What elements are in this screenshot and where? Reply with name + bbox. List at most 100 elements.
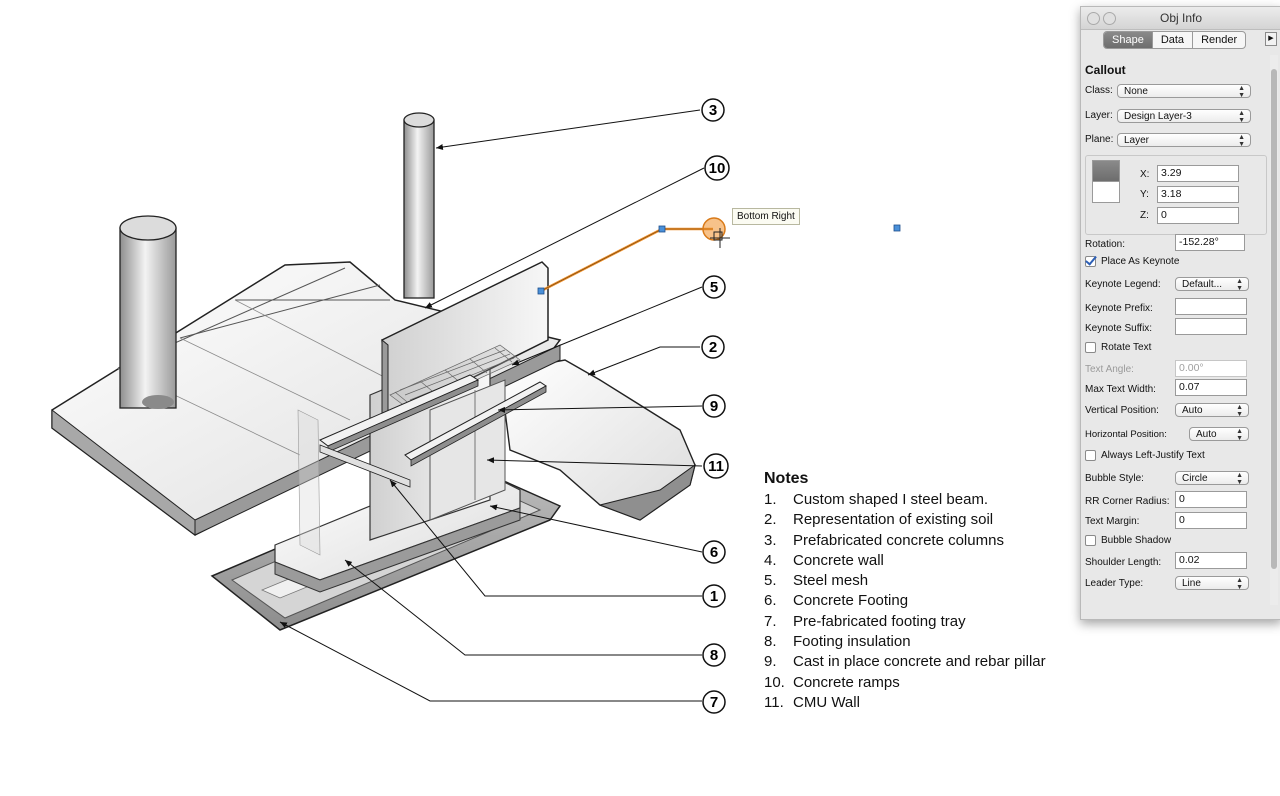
- tab-render[interactable]: Render: [1201, 34, 1238, 46]
- y-label: Y:: [1140, 189, 1149, 200]
- note-number: 4.: [764, 551, 777, 569]
- updown-icon: ▲▼: [1238, 134, 1245, 148]
- vertical-position-label: Vertical Position:: [1085, 405, 1159, 416]
- z-field[interactable]: 0: [1157, 207, 1239, 224]
- svg-text:11: 11: [708, 458, 724, 475]
- svg-text:2: 2: [709, 339, 717, 356]
- rotate-text-label: Rotate Text: [1101, 342, 1152, 353]
- text-margin-field[interactable]: 0: [1175, 512, 1247, 529]
- shoulder-length-field[interactable]: 0.02: [1175, 552, 1247, 569]
- callout-bubble-7[interactable]: 7: [702, 690, 726, 714]
- rotation-label: Rotation:: [1085, 239, 1126, 250]
- keynote-suffix-row: Keynote Suffix:: [1085, 323, 1152, 334]
- vertical-position-select[interactable]: Auto▲▼: [1175, 403, 1249, 418]
- list-item: 8.Footing insulation: [764, 632, 1046, 652]
- callout-bubble-10[interactable]: 10: [704, 155, 730, 181]
- callout-bubble-8[interactable]: 8: [702, 643, 726, 667]
- list-item: 11.CMU Wall: [764, 693, 1046, 713]
- notes-list: 1.Custom shaped I steel beam. 2.Represen…: [764, 490, 1046, 713]
- keynote-suffix-field[interactable]: [1175, 318, 1247, 335]
- updown-icon: ▲▼: [1238, 85, 1245, 99]
- callout-bubble-11[interactable]: 11: [703, 453, 729, 479]
- shoulder-handle[interactable]: [658, 225, 666, 233]
- svg-text:10: 10: [709, 160, 726, 177]
- note-number: 5.: [764, 572, 777, 590]
- place-as-keynote-label: Place As Keynote: [1101, 256, 1180, 267]
- place-as-keynote-checkbox[interactable]: [1085, 256, 1096, 267]
- leader-handle[interactable]: [537, 287, 545, 295]
- updown-icon: ▲▼: [1236, 472, 1243, 486]
- callout-bubble-2[interactable]: 2: [701, 335, 725, 359]
- callout-bubble-9[interactable]: 9: [702, 394, 726, 418]
- svg-text:7: 7: [710, 694, 718, 711]
- bubble-style-select[interactable]: Circle ▲▼: [1175, 471, 1249, 486]
- rotate-text-checkbox[interactable]: [1085, 342, 1096, 353]
- note-number: 6.: [764, 592, 777, 610]
- rr-corner-radius-field[interactable]: 0: [1175, 491, 1247, 508]
- bubble-shadow-checkbox[interactable]: [1085, 535, 1096, 546]
- palette-titlebar[interactable]: Obj Info: [1081, 7, 1280, 30]
- layer-select[interactable]: Design Layer-3▲▼: [1117, 109, 1251, 124]
- note-text: Concrete wall: [793, 551, 884, 569]
- rotation-row: Rotation:: [1085, 239, 1125, 250]
- keynote-prefix-field[interactable]: [1175, 298, 1247, 315]
- palette-menu-arrow-icon[interactable]: ▶: [1265, 32, 1277, 46]
- selected-leader[interactable]: [537, 217, 901, 295]
- bubble-shadow-label: Bubble Shadow: [1101, 535, 1172, 546]
- callout-bubble-3[interactable]: 3: [701, 98, 725, 122]
- class-select[interactable]: None▲▼: [1117, 84, 1251, 99]
- callout-bubble-1[interactable]: 1: [702, 584, 726, 608]
- bubble-style-label: Bubble Style:: [1085, 473, 1144, 484]
- keynote-legend-row: Keynote Legend:: [1085, 279, 1161, 290]
- close-icon[interactable]: [1087, 12, 1100, 25]
- svg-text:5: 5: [710, 279, 718, 296]
- svg-text:9: 9: [710, 398, 718, 415]
- callout-bubble-5[interactable]: 5: [702, 275, 726, 299]
- leader-type-row: Leader Type:: [1085, 578, 1143, 589]
- keynote-prefix-row: Keynote Prefix:: [1085, 303, 1153, 314]
- text-box-handle[interactable]: [893, 224, 901, 232]
- place-as-keynote-row[interactable]: Place As Keynote: [1085, 256, 1179, 267]
- rotate-text-row[interactable]: Rotate Text: [1085, 342, 1151, 353]
- list-item: 9.Cast in place concrete and rebar pilla…: [764, 652, 1046, 672]
- always-left-justify-row[interactable]: Always Left-Justify Text: [1085, 450, 1205, 461]
- note-number: 11.: [764, 693, 784, 711]
- class-label: Class:: [1085, 85, 1113, 96]
- tab-shape[interactable]: Shape: [1104, 32, 1153, 48]
- y-field[interactable]: 3.18: [1157, 186, 1239, 203]
- z-label: Z:: [1140, 210, 1149, 221]
- note-number: 7.: [764, 612, 777, 630]
- bubble-style-value: Circle: [1182, 473, 1208, 484]
- tab-data[interactable]: Data: [1153, 32, 1194, 48]
- palette-scroll-thumb[interactable]: [1271, 69, 1277, 569]
- note-text: Representation of existing soil: [793, 511, 994, 529]
- minimize-icon[interactable]: [1103, 12, 1116, 25]
- horizontal-position-select[interactable]: Auto▲▼: [1189, 427, 1249, 442]
- note-number: 3.: [764, 531, 777, 549]
- rotation-field[interactable]: -152.28°: [1175, 234, 1245, 251]
- updown-icon: ▲▼: [1236, 278, 1243, 292]
- list-item: 5.Steel mesh: [764, 571, 1046, 591]
- leader-type-value: Line: [1182, 578, 1201, 589]
- updown-icon: ▲▼: [1236, 577, 1243, 591]
- leader-type-label: Leader Type:: [1085, 578, 1144, 589]
- concrete-column-right: [403, 112, 435, 299]
- keynote-legend-select[interactable]: Default...▲▼: [1175, 277, 1249, 292]
- note-text: Prefabricated concrete columns: [793, 531, 1004, 549]
- list-item: 10.Concrete ramps: [764, 673, 1046, 693]
- leader-type-select[interactable]: Line ▲▼: [1175, 576, 1249, 591]
- max-text-width-field[interactable]: 0.07: [1175, 379, 1247, 396]
- list-item: 6.Concrete Footing: [764, 591, 1046, 611]
- always-left-justify-checkbox[interactable]: [1085, 450, 1096, 461]
- plane-select[interactable]: Layer▲▼: [1117, 133, 1251, 148]
- x-field[interactable]: 3.29: [1157, 165, 1239, 182]
- bubble-shadow-row[interactable]: Bubble Shadow: [1085, 535, 1171, 546]
- horizontal-position-value: Auto: [1196, 429, 1217, 440]
- callout-bubble-6[interactable]: 6: [702, 540, 726, 564]
- note-number: 10.: [764, 673, 785, 691]
- bubble-style-row: Bubble Style:: [1085, 473, 1144, 484]
- note-number: 2.: [764, 511, 777, 529]
- origin-mode-icon[interactable]: [1092, 160, 1120, 182]
- box-position-icon[interactable]: [1092, 181, 1120, 203]
